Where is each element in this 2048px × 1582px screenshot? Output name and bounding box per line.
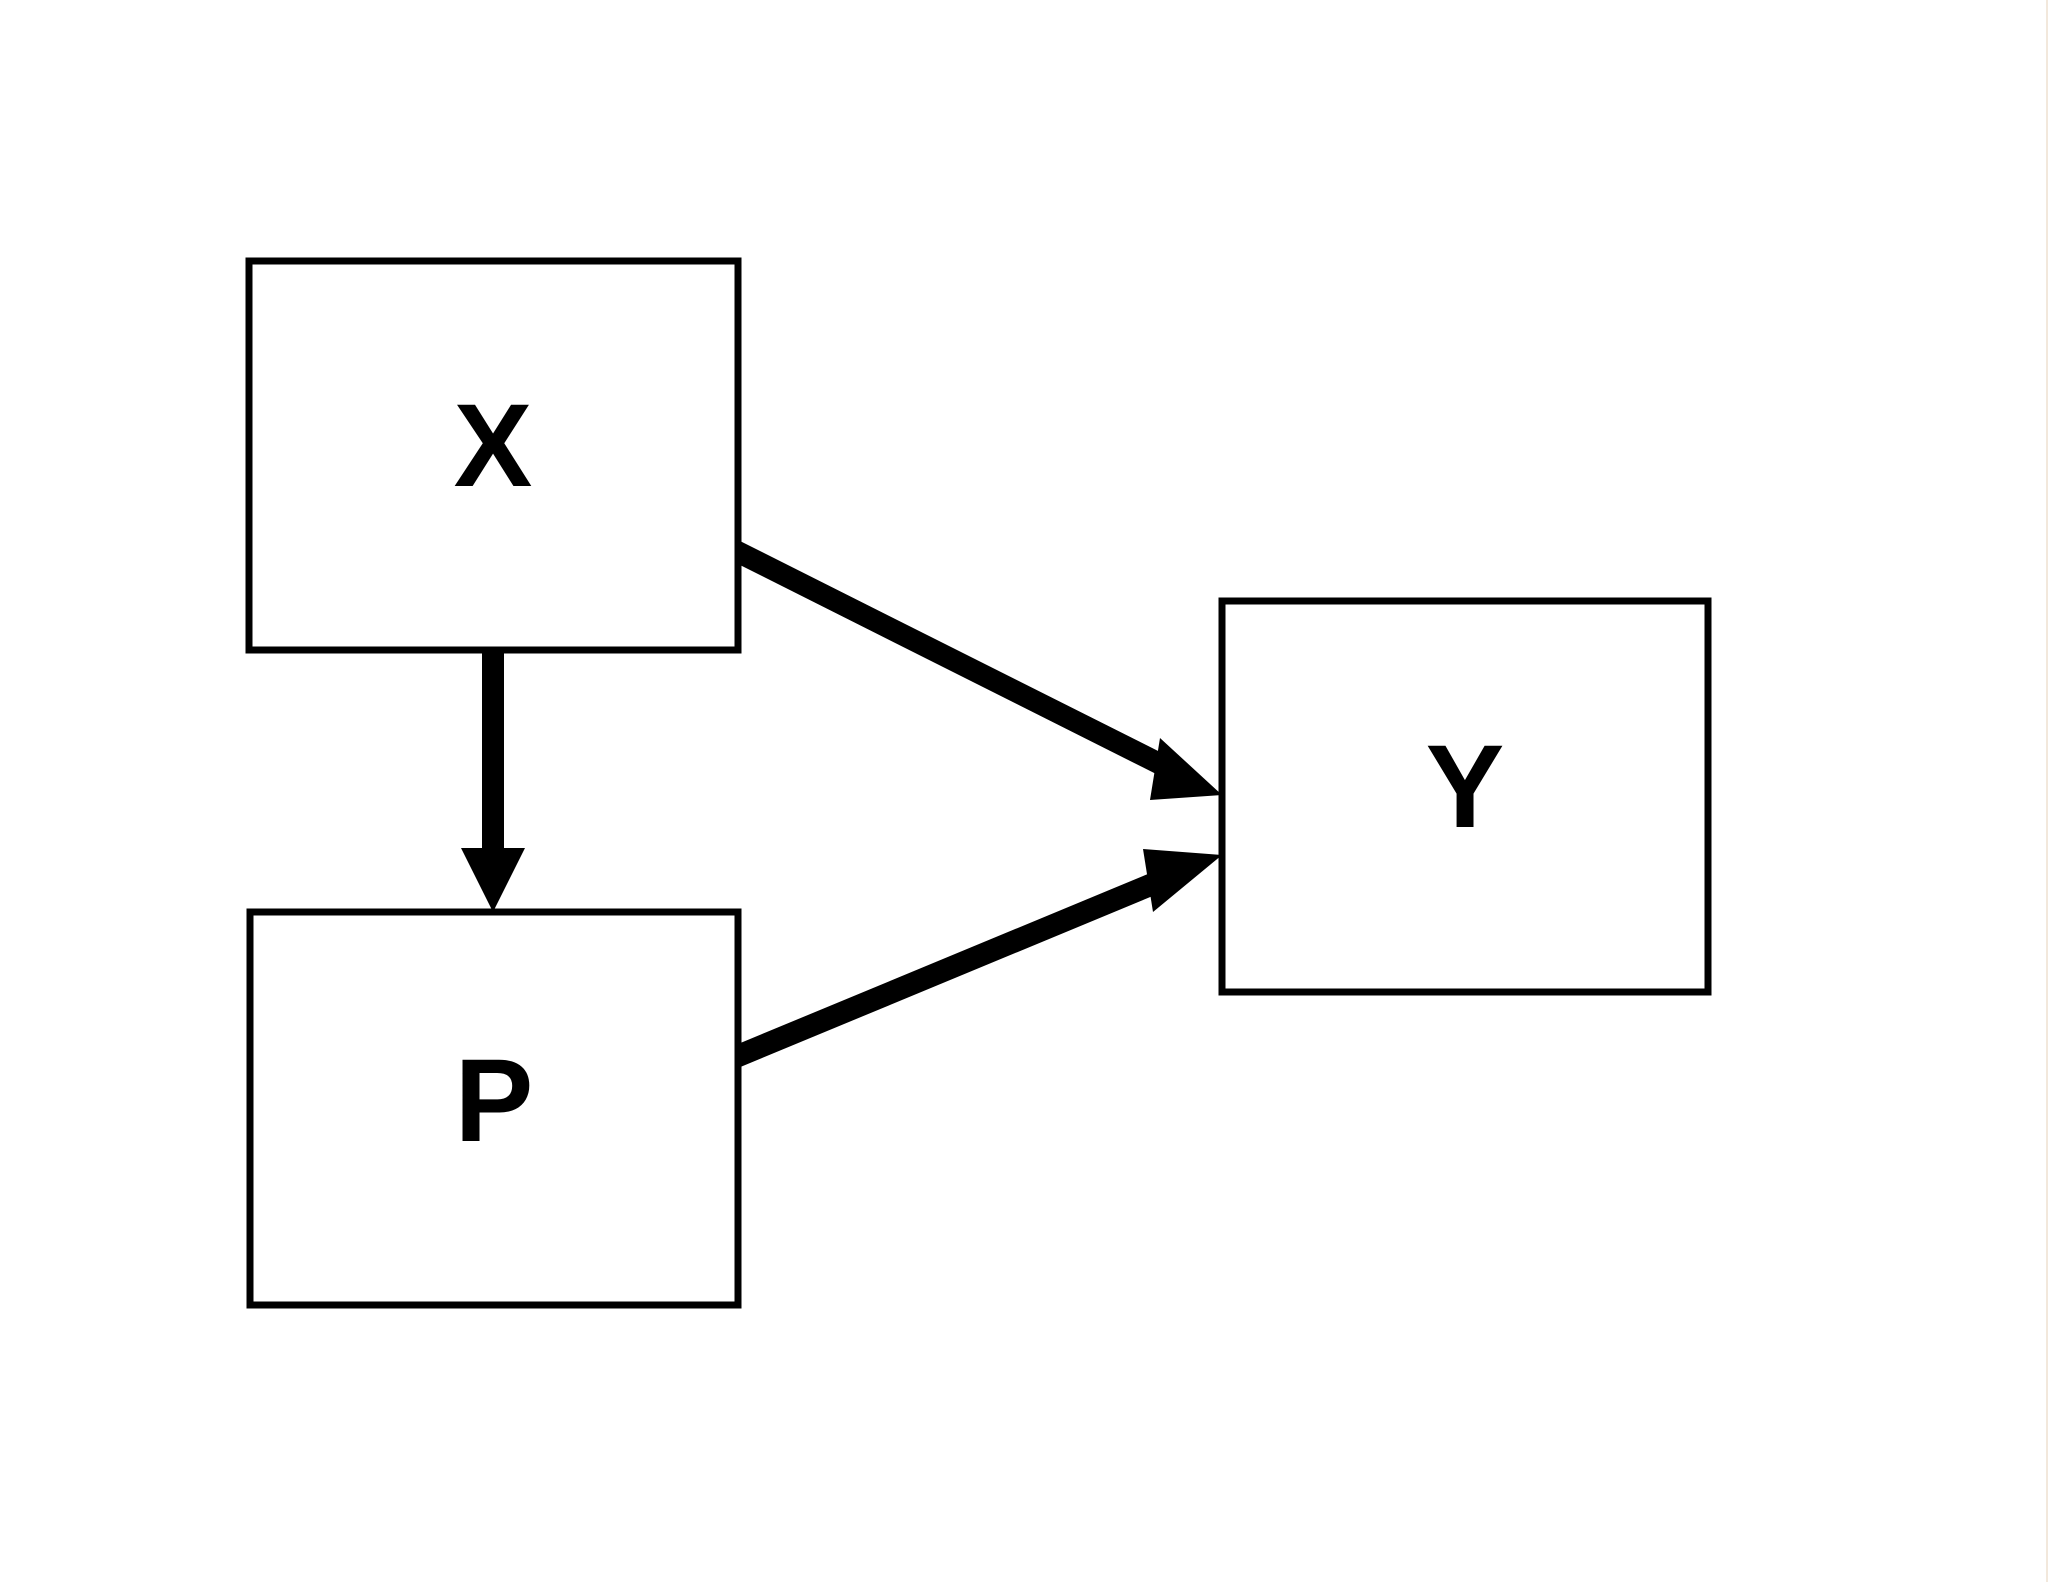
edge-p-to-y-shaft: [738, 864, 1172, 1068]
node-x[interactable]: X: [245, 257, 742, 654]
node-x-box[interactable]: [245, 257, 742, 654]
node-p-label: P: [455, 1035, 534, 1167]
edge-x-to-y: [738, 540, 1222, 800]
node-p[interactable]: P: [246, 908, 742, 1309]
node-p-box[interactable]: [246, 908, 742, 1309]
edge-x-to-p-arrowhead: [461, 848, 525, 912]
node-y-label: Y: [1426, 721, 1505, 853]
edge-x-to-p: [461, 650, 525, 912]
node-y[interactable]: Y: [1218, 597, 1712, 996]
node-x-label: X: [454, 380, 533, 512]
node-y-box[interactable]: [1218, 597, 1712, 996]
edge-x-to-y-shaft: [738, 540, 1174, 783]
edge-x-to-y-arrowhead: [1150, 738, 1222, 800]
edge-p-to-y-arrowhead: [1143, 849, 1222, 912]
canvas-right-edge: [2046, 0, 2048, 1582]
edge-x-to-p-shaft: [482, 650, 504, 852]
edge-p-to-y: [738, 849, 1222, 1068]
